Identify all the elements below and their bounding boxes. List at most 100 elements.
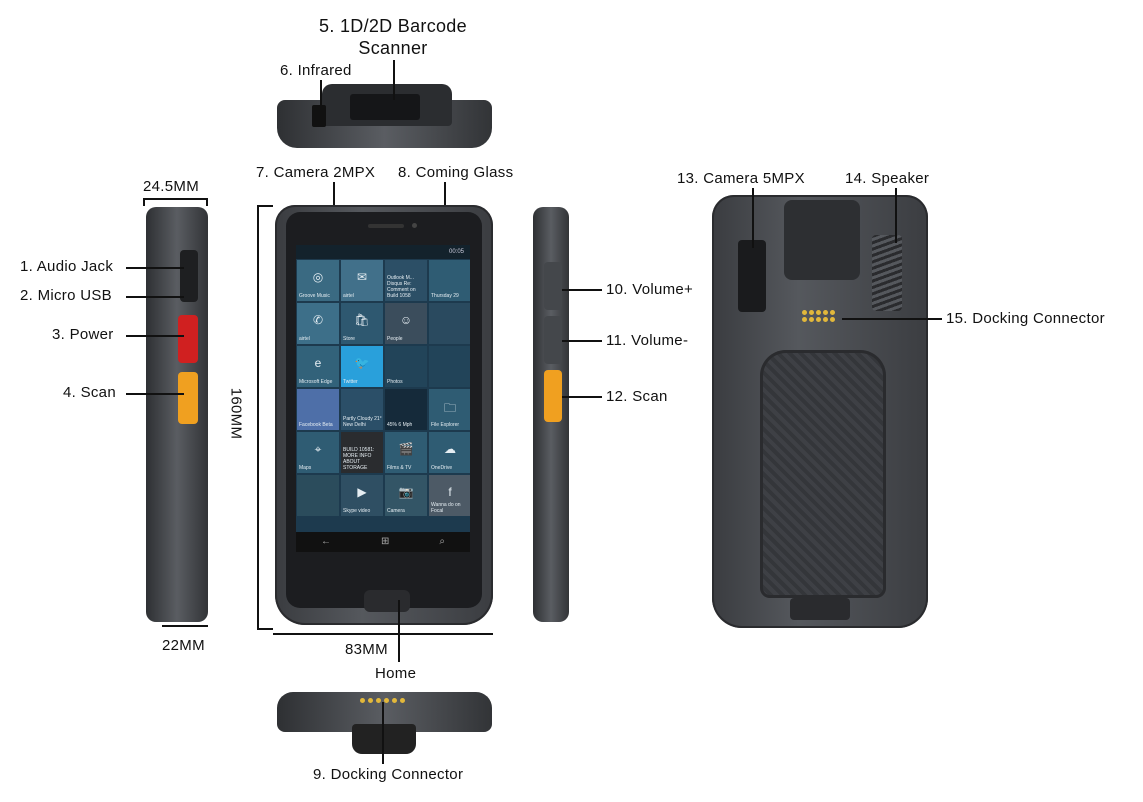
back-hook <box>790 598 850 620</box>
tile-label: Microsoft Edge <box>299 379 333 385</box>
windows-icon[interactable]: ⊞ <box>381 536 390 547</box>
tile-label: Camera <box>387 508 405 514</box>
tile-icon: ☁ <box>444 442 456 456</box>
tile-label: Wanna do on Focal <box>431 502 461 514</box>
nav-bar: ← ⊞ ⌕ <box>296 532 470 552</box>
label-width: 83MM <box>345 641 388 658</box>
search-icon[interactable]: ⌕ <box>439 536 445 547</box>
tile-label: OneDrive <box>431 465 453 471</box>
rear-dock-pins <box>802 310 835 322</box>
tile-icon: f <box>448 485 452 499</box>
tile-icon: 🛍 <box>354 313 370 327</box>
infrared-window <box>312 105 326 127</box>
bottom-hook <box>352 724 416 754</box>
screen-tile[interactable]: BUILD 10581: MORE INFO ABOUT STORAGE <box>341 432 383 473</box>
tile-icon: 🗀 <box>443 401 456 415</box>
tile-label: Thursday 29 <box>431 293 459 299</box>
label-width-bottom: 22MM <box>162 637 205 654</box>
scanner-bump <box>784 200 860 280</box>
status-bar: 00:05 <box>296 245 470 259</box>
tile-label: Outlook M... Disqus Re: Comment on Build… <box>387 275 416 299</box>
screen-tile[interactable]: Thursday 29 <box>429 260 470 301</box>
tile-label: 45% 6 Mph <box>387 422 413 428</box>
tile-label: Maps <box>299 465 312 471</box>
label-infrared: 6. Infrared <box>280 62 352 79</box>
scanner-window <box>350 94 420 120</box>
tile-icon: ✉ <box>356 270 368 284</box>
tile-label: Facebook Beta <box>299 422 333 428</box>
screen-tile[interactable]: Facebook Beta <box>297 389 339 430</box>
battery-cover <box>760 350 886 598</box>
tile-label: People <box>387 336 403 342</box>
screen-tile[interactable]: 45% 6 Mph <box>385 389 427 430</box>
screen-tile[interactable]: ✉ airtel <box>341 260 383 301</box>
label-height: 160MM <box>227 387 245 440</box>
screen-tile[interactable]: Partly Cloudy 21° New Delhi <box>341 389 383 430</box>
label-docking-bottom: 9. Docking Connector <box>313 766 464 783</box>
phone-screen: 00:05 ◎ Groove Music ✉ airtel Outlook M... D… <box>296 245 470 552</box>
volume-up-button[interactable] <box>544 262 562 310</box>
tile-label: Films & TV <box>387 465 412 471</box>
screen-tile[interactable]: ☺People <box>385 303 427 344</box>
tile-label: Twitter <box>343 379 358 385</box>
label-barcode-line2: Scanner <box>358 38 428 58</box>
screen-tile[interactable]: ▶ Skype video <box>341 475 383 516</box>
rear-camera <box>738 240 766 312</box>
screen-tile[interactable]: ⌖Maps <box>297 432 339 473</box>
tile-icon: ◎ <box>312 270 324 284</box>
tile-label: Partly Cloudy 21° New Delhi <box>343 416 382 428</box>
label-power: 3. Power <box>52 326 114 343</box>
screen-tile[interactable]: 🐦Twitter <box>341 346 383 387</box>
tile-label: Groove Music <box>299 293 330 299</box>
label-volume-up: 10. Volume+ <box>606 281 694 298</box>
label-home: Home <box>375 665 417 682</box>
screen-tile[interactable] <box>429 303 470 344</box>
screen-tile[interactable]: 📷 Camera <box>385 475 427 516</box>
tile-icon: 📷 <box>398 485 414 499</box>
label-glass: 8. Coming Glass <box>398 164 514 181</box>
scan-button-right[interactable] <box>544 370 562 422</box>
screen-tile[interactable]: 🛍Store <box>341 303 383 344</box>
earpiece <box>368 224 404 228</box>
label-camera-back: 13. Camera 5MPX <box>677 170 805 187</box>
screen-tile[interactable]: 🗀 File Explorer <box>429 389 470 430</box>
label-audio-jack: 1. Audio Jack <box>20 258 114 275</box>
tile-label: Skype video <box>343 508 371 514</box>
screen-tile[interactable]: Outlook M... Disqus Re: Comment on Build… <box>385 260 427 301</box>
front-camera <box>412 223 417 228</box>
tile-icon: 🎬 <box>398 442 414 456</box>
label-camera-front: 7. Camera 2MPX <box>256 164 376 181</box>
home-button[interactable] <box>364 590 410 612</box>
tile-icon: ▶ <box>357 485 367 499</box>
speaker-grille <box>872 235 902 311</box>
tile-icon: ✆ <box>312 313 324 327</box>
screen-tile[interactable]: ✆ airtel <box>297 303 339 344</box>
label-micro-usb: 2. Micro USB <box>20 287 112 304</box>
label-scan-left: 4. Scan <box>63 384 116 401</box>
label-barcode-line1: 5. 1D/2D Barcode <box>319 16 467 36</box>
back-icon[interactable]: ← <box>321 536 331 547</box>
screen-tile[interactable]: 🎬 Films & TV <box>385 432 427 473</box>
screen-tile[interactable]: Photos <box>385 346 427 387</box>
tile-label: BUILD 10581: MORE INFO ABOUT STORAGE <box>343 447 375 471</box>
bottom-dock-pins <box>360 698 405 703</box>
screen-tile[interactable]: ◎ Groove Music <box>297 260 339 301</box>
label-speaker: 14. Speaker <box>845 170 930 187</box>
power-button[interactable] <box>178 315 198 363</box>
tile-icon: e <box>314 356 322 370</box>
tile-label: File Explorer <box>431 422 460 428</box>
phone-left-side <box>146 207 208 622</box>
tile-label: airtel <box>299 336 310 342</box>
screen-tile[interactable]: ☁ OneDrive <box>429 432 470 473</box>
label-width-top: 24.5MM <box>143 178 199 195</box>
scan-button-left[interactable] <box>178 372 198 424</box>
volume-down-button[interactable] <box>544 316 562 364</box>
label-scan-right: 12. Scan <box>606 388 668 405</box>
label-volume-down: 11. Volume- <box>606 332 689 349</box>
screen-tile[interactable] <box>297 475 339 516</box>
tile-label: airtel <box>343 293 354 299</box>
screen-tile[interactable] <box>429 346 470 387</box>
